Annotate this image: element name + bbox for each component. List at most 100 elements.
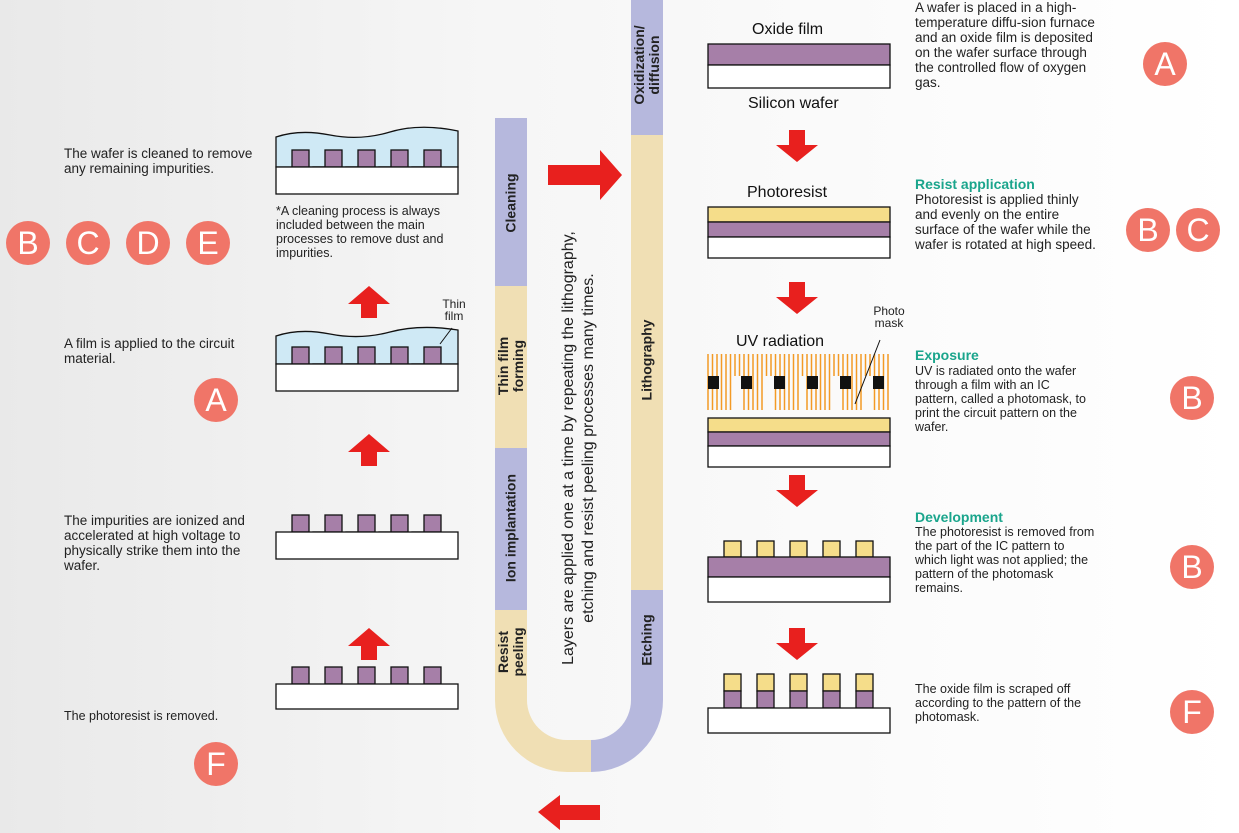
badge-peel-f: F [194,742,238,786]
oxide-bump [756,690,775,709]
exposure-heading: Exposure [915,347,979,363]
cycle-note: Layers are applied one at a time by repe… [560,231,597,665]
band-etching [631,590,663,700]
badge-etching-f: F [1170,690,1214,734]
band-oxidization [631,0,663,135]
oxide-bump [390,666,409,685]
etching-diagram [707,673,891,734]
oxide-bump [291,346,310,365]
oxide-bump [423,346,442,365]
down-arrow-4 [776,628,818,660]
band-curve-right [591,700,663,772]
cleaning-description: The wafer is cleaned to remove any remai… [64,146,253,176]
badge-cleaning-e: E [186,221,230,265]
oxide-film-label: Oxide film [752,21,824,38]
cleaning-diagram [275,126,459,195]
mask-block [840,376,851,389]
peel-description: The photoresist is removed. [64,709,219,723]
resist-bump [789,540,808,558]
oxide-bump [357,666,376,685]
resist-bump [855,673,874,692]
film-description: A film is applied to the circuit materia… [64,336,235,366]
resist-bump [723,540,742,558]
oxide-bump [423,149,442,168]
exposure-description: UV is radiated onto the wafer through a … [915,364,1086,434]
oxide-bump [357,149,376,168]
etching-description: The oxide film is scraped off according … [915,682,1082,724]
oxide-bump [357,346,376,365]
down-arrow-1 [776,130,818,162]
badge-film-a: A [194,378,238,422]
band-curve-left [495,700,591,772]
mask-block [807,376,818,389]
band-cleaning [495,118,527,286]
silicon-wafer-label: Silicon wafer [748,95,839,112]
resist-bump [723,673,742,692]
thin-film-diagram [275,326,459,392]
resist-bump [756,540,775,558]
oxide-bump [390,149,409,168]
down-arrow-2 [776,282,818,314]
oxide-bump [357,514,376,533]
stage-cleaning: Cleaning [502,173,519,233]
badge-oxide-a: A [1143,42,1187,86]
peel-diagram [275,666,459,710]
resist-bump [822,540,841,558]
development-description: The photoresist is removed from the part… [915,525,1095,595]
flow-arrow-right [548,150,622,200]
stage-lithography: Lithography [638,319,655,401]
resist-description: Photoresist is applied thinly and evenly… [915,192,1096,252]
resist-wafer-diagram [707,206,891,259]
mask-block [774,376,785,389]
development-heading: Development [915,509,1003,525]
resist-bump [789,673,808,692]
resist-bump [822,673,841,692]
oxide-bump [423,514,442,533]
oxide-bump [324,514,343,533]
thin-film-label: Thin film [442,297,466,323]
oxide-bump [291,666,310,685]
process-cycle-band [495,0,663,772]
badge-cleaning-d: D [126,221,170,265]
uv-radiation-label: UV radiation [736,333,825,350]
oxide-bump [789,690,808,709]
stage-resist-peeling: Resist peeling [495,627,526,677]
ion-diagram [275,514,459,560]
oxide-bump [324,346,343,365]
band-ion-implantation [495,448,527,610]
stage-etching: Etching [638,614,655,666]
mask-block [873,376,884,389]
badge-cleaning-c: C [66,221,110,265]
oxide-bump [822,690,841,709]
oxide-bump [291,514,310,533]
flow-arrow-left [538,795,600,830]
resist-bump [855,540,874,558]
resist-heading: Resist application [915,176,1035,192]
badge-exposure-b: B [1170,376,1214,420]
cleaning-note: *A cleaning process is always included b… [276,204,444,260]
oxide-bump [855,690,874,709]
resist-bump [756,673,775,692]
mask-block [741,376,752,389]
band-resist-peeling [495,610,527,700]
oxide-bump [723,690,742,709]
exposure-diagram [707,339,891,468]
oxide-bump [390,514,409,533]
oxide-bump [291,149,310,168]
oxide-bump [324,666,343,685]
mask-block [708,376,719,389]
up-arrow-3 [348,286,390,318]
oxide-bump [423,666,442,685]
band-thin-film [495,286,527,448]
band-lithography [631,135,663,590]
oxide-bump [390,346,409,365]
oxide-bump [324,149,343,168]
ion-description: The impurities are ionized and accelerat… [64,513,245,573]
stage-thin-film: Thin film forming [495,336,526,396]
oxide-wafer-diagram [707,43,891,89]
photomask-label: Photo mask [873,304,905,330]
development-diagram [707,540,891,603]
stage-oxidization: Oxidization/ diffusion [631,25,662,105]
badge-development-b: B [1170,545,1214,589]
